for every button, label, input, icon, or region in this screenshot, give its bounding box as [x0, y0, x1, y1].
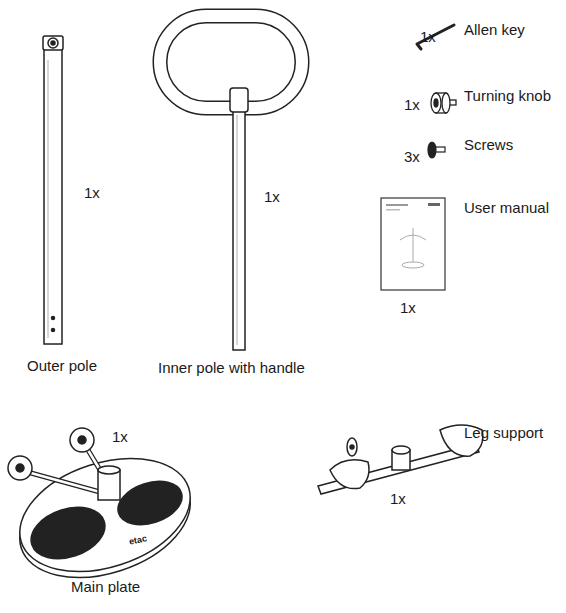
main-plate-part — [8, 456, 32, 480]
main-plate-part — [112, 474, 187, 532]
allen-key-part — [417, 25, 454, 49]
leg-support-part — [350, 445, 354, 449]
part-name: Leg support — [464, 424, 543, 442]
outer-pole-part — [44, 44, 62, 344]
turning-knob-part — [434, 99, 438, 107]
main-plate-part — [24, 498, 111, 567]
main-plate-part — [70, 428, 94, 452]
screw-part — [428, 142, 436, 158]
part-name: Outer pole — [27, 357, 97, 375]
main-plate-part — [5, 438, 205, 591]
count-label: 1x — [84, 184, 100, 202]
inner-pole-with-handle-part — [233, 108, 245, 350]
main-plate-part — [20, 440, 106, 492]
user-manual-part — [381, 198, 445, 290]
user-manual-part — [402, 262, 424, 268]
part-name: Inner pole with handle — [158, 359, 305, 377]
count-label: 3x — [404, 148, 420, 166]
main-plate-part — [78, 436, 86, 444]
allen-key — [417, 25, 454, 49]
part-name: Allen key — [464, 21, 525, 39]
count-label: 1x — [400, 299, 416, 317]
leg-support-part — [347, 438, 357, 456]
turning-knob-part — [431, 93, 441, 113]
outer-pole-part — [43, 36, 63, 50]
main-plate-part — [16, 464, 24, 472]
count-label: 1x — [420, 28, 436, 46]
outer-pole-part — [48, 38, 58, 48]
inner-pole-with-handle — [160, 16, 302, 350]
leg-support-part — [392, 446, 410, 454]
outer-pole-part — [48, 60, 49, 338]
user-manual-part — [400, 235, 426, 240]
main-plate-part — [98, 466, 120, 474]
screw — [428, 142, 445, 158]
part-name: User manual — [464, 199, 549, 217]
user-manual-part — [386, 204, 408, 206]
count-label: 1x — [390, 490, 406, 508]
inner-pole-with-handle-part — [237, 115, 238, 345]
user-manual-part — [413, 228, 414, 262]
user-manual-part — [428, 203, 440, 206]
main-plate — [5, 428, 205, 598]
leg-support-part — [330, 460, 369, 489]
outer-pole — [43, 36, 63, 344]
outer-pole-part — [52, 329, 55, 332]
inner-pole-with-handle-part — [230, 88, 248, 112]
outer-pole-part — [52, 317, 55, 320]
user-manual-part — [386, 209, 400, 211]
part-name: Main plate — [71, 578, 140, 596]
turning-knob-part — [442, 93, 450, 113]
count-label: 1x — [264, 188, 280, 206]
leg-support — [318, 425, 483, 494]
part-name: Turning knob — [464, 87, 551, 105]
brand-logo: etac — [128, 533, 148, 548]
main-plate-part — [20, 440, 106, 492]
user-manual — [381, 198, 445, 290]
count-label: 1x — [404, 96, 420, 114]
turning-knob — [431, 93, 456, 113]
count-label: 1x — [112, 428, 128, 446]
outer-pole-part — [51, 41, 55, 45]
part-name: Screws — [464, 136, 513, 154]
